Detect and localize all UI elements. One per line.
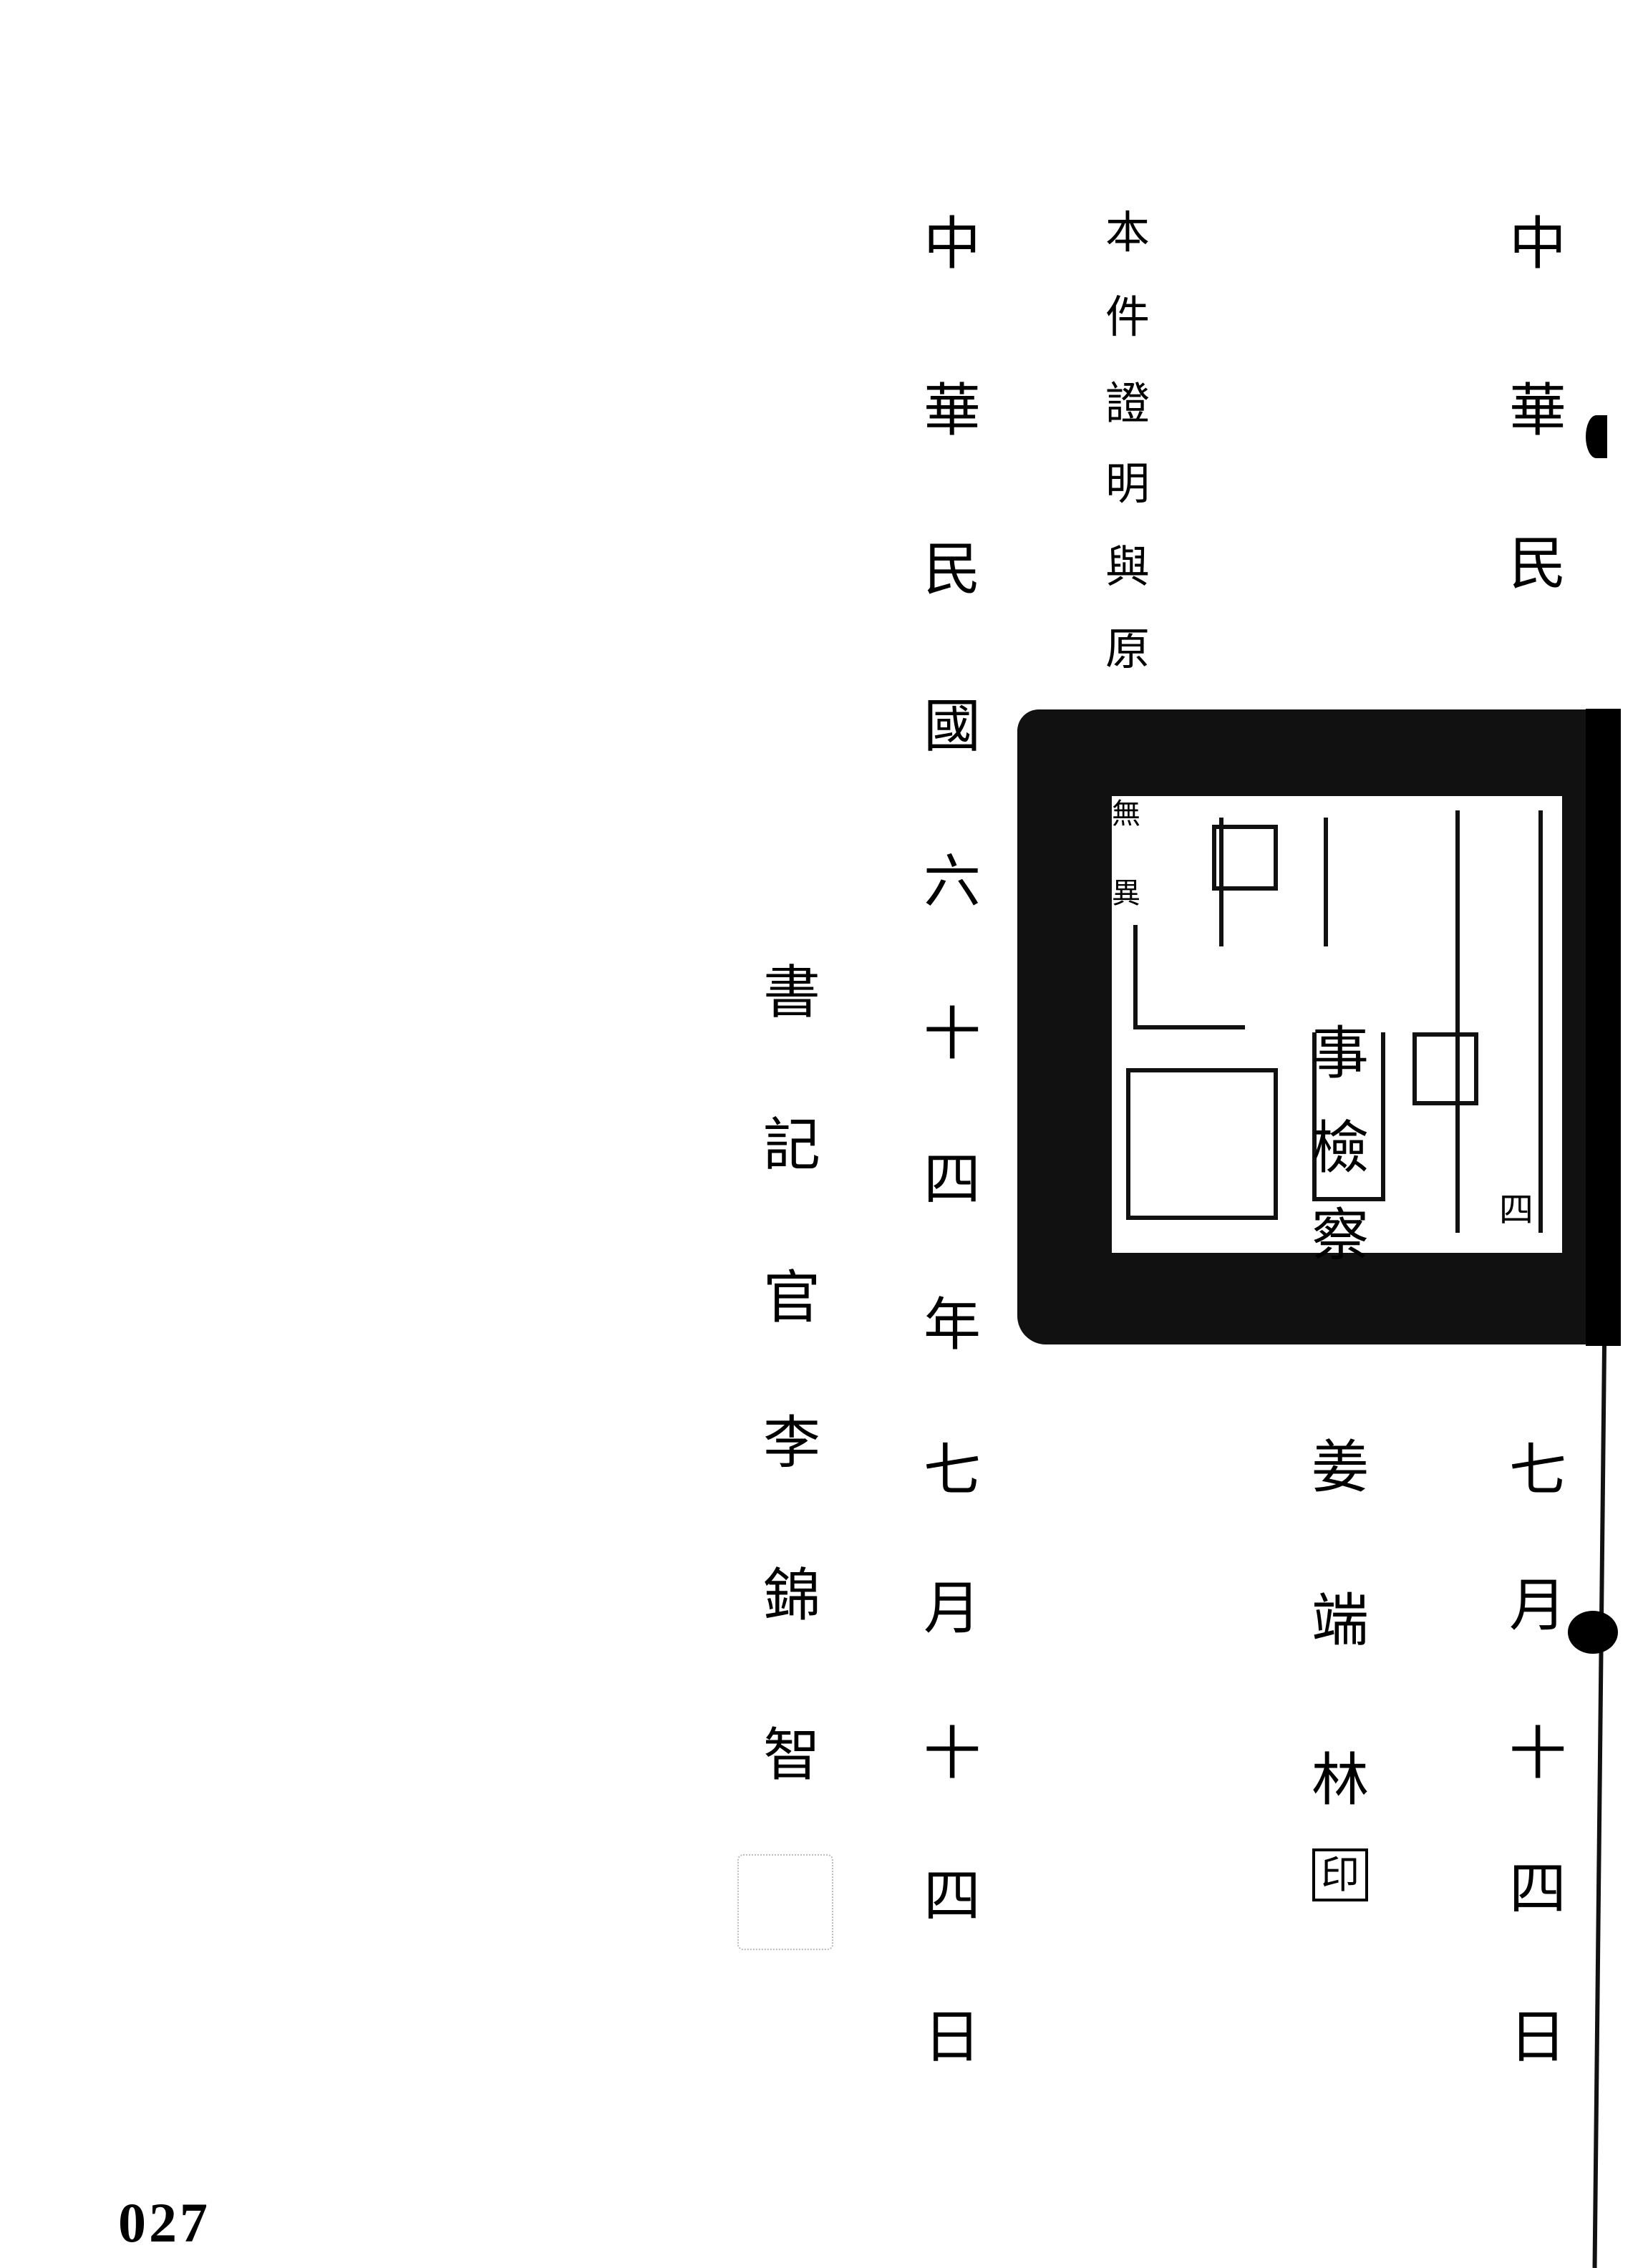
char: 智 bbox=[763, 1722, 820, 1788]
char: 中 bbox=[1509, 210, 1566, 277]
char: 日 bbox=[1509, 2004, 1566, 2070]
char: 無 bbox=[1112, 798, 1140, 830]
char: 國 bbox=[924, 693, 981, 760]
char: 察 bbox=[1312, 1202, 1369, 1269]
char: 月 bbox=[1509, 1572, 1566, 1639]
binding-edge-mark bbox=[1586, 415, 1607, 458]
char: 端 bbox=[1312, 1587, 1369, 1654]
char: 件 bbox=[1105, 291, 1150, 343]
char: 檢 bbox=[1312, 1115, 1369, 1181]
char: 七 bbox=[924, 1437, 981, 1503]
char: 證 bbox=[1105, 377, 1150, 430]
char: 六 bbox=[924, 848, 981, 915]
char: 華 bbox=[924, 377, 981, 444]
char: 本 bbox=[1105, 206, 1150, 258]
char: 中 bbox=[924, 210, 981, 277]
seal-mark-box: 印 bbox=[1312, 1848, 1368, 1901]
char: 錦 bbox=[763, 1562, 820, 1629]
official-seal-stamp bbox=[1017, 709, 1621, 1344]
faint-personal-seal bbox=[737, 1854, 833, 1950]
char: 林 bbox=[1312, 1747, 1369, 1813]
char: 華 bbox=[1509, 377, 1566, 444]
char: 李 bbox=[763, 1410, 820, 1476]
char: 與 bbox=[1105, 541, 1150, 593]
binding-hole-mark bbox=[1568, 1611, 1618, 1654]
char: 年 bbox=[924, 1292, 981, 1358]
page-edge-line bbox=[1592, 1345, 1606, 2268]
seal-fragment-char: 四 bbox=[1498, 1190, 1534, 1230]
page-edge-shadow bbox=[1586, 709, 1621, 1346]
char: 書 bbox=[763, 959, 820, 1026]
char: 民 bbox=[1509, 530, 1566, 597]
char: 明 bbox=[1105, 457, 1150, 510]
char: 事 bbox=[1312, 1020, 1369, 1087]
char: 月 bbox=[924, 1575, 981, 1642]
seal-inner-field bbox=[1112, 796, 1562, 1253]
char: 四 bbox=[924, 1146, 981, 1213]
char: 十 bbox=[924, 1001, 981, 1067]
char: 民 bbox=[924, 536, 981, 603]
char: 四 bbox=[924, 1863, 981, 1929]
char: 十 bbox=[924, 1720, 981, 1787]
char: 官 bbox=[763, 1264, 820, 1331]
char: 四 bbox=[1509, 1856, 1566, 1922]
char: 七 bbox=[1509, 1437, 1566, 1503]
char: 姜 bbox=[1312, 1434, 1369, 1501]
char: 日 bbox=[924, 2004, 981, 2070]
char: 記 bbox=[763, 1112, 820, 1178]
char: 異 bbox=[1112, 877, 1140, 910]
page-number: 027 bbox=[118, 2191, 210, 2254]
char: 原 bbox=[1105, 623, 1150, 675]
char: 十 bbox=[1509, 1720, 1566, 1787]
